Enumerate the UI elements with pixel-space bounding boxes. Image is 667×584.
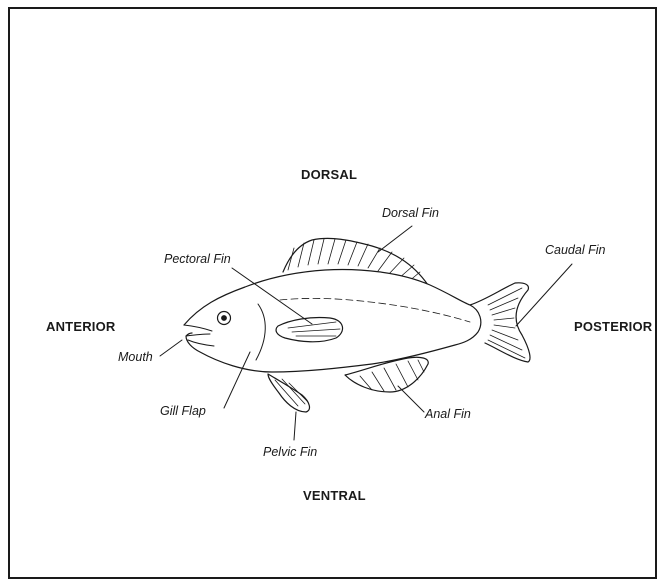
mouth-label: Mouth [118, 350, 153, 364]
caudal-fin-label: Caudal Fin [545, 243, 605, 257]
posterior-label: POSTERIOR [574, 319, 652, 334]
ventral-label: VENTRAL [303, 488, 366, 503]
pelvic-fin-shape [268, 374, 309, 412]
dorsal-label: DORSAL [301, 167, 357, 182]
anal-fin-label: Anal Fin [425, 407, 471, 421]
pectoral-fin-label: Pectoral Fin [164, 252, 231, 266]
gill-flap-label: Gill Flap [160, 404, 206, 418]
pelvic-fin-label: Pelvic Fin [263, 445, 317, 459]
dorsal-fin-label: Dorsal Fin [382, 206, 439, 220]
anterior-label: ANTERIOR [46, 319, 116, 334]
